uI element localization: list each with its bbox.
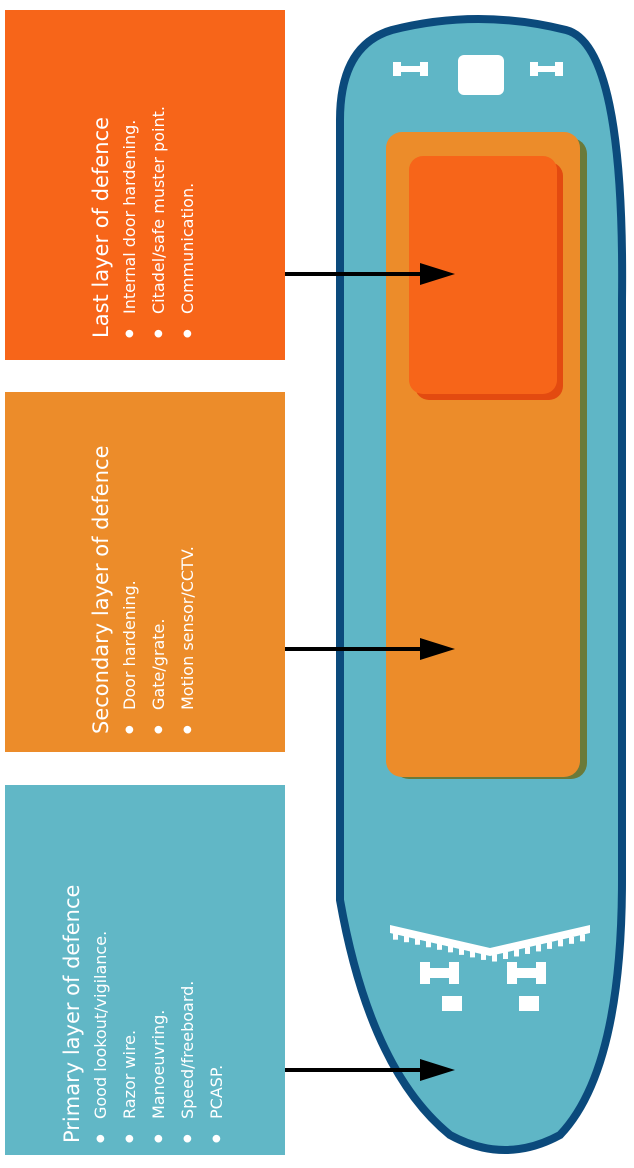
rail-tooth	[481, 952, 486, 960]
rail-tooth	[569, 936, 574, 944]
list-item: Gate/grate.	[144, 392, 173, 734]
panel-secondary-layer: Secondary layer of defence Door hardenin…	[5, 392, 285, 752]
rail-tooth	[459, 947, 464, 955]
bow-block-right	[519, 996, 539, 1011]
rail-tooth	[437, 942, 442, 950]
panel-secondary-title: Secondary layer of defence	[89, 445, 113, 734]
panel-primary-title: Primary layer of defence	[60, 884, 84, 1143]
list-item: Door hardening.	[115, 392, 144, 734]
panel-primary-list: Good lookout/vigilance. Razor wire. Mano…	[86, 785, 231, 1143]
rail-tooth	[415, 937, 420, 945]
rail-tooth	[470, 950, 475, 958]
panel-primary-layer: Primary layer of defence Good lookout/vi…	[5, 785, 285, 1155]
panel-last-title: Last layer of defence	[89, 116, 113, 338]
citadel-zone	[409, 156, 557, 394]
list-item: Communication.	[173, 10, 202, 338]
list-item: Speed/freeboard.	[173, 785, 202, 1143]
rail-tooth	[448, 945, 453, 953]
rail-tooth	[393, 932, 398, 940]
stern-bollard-right	[530, 62, 538, 76]
panel-last-list: Internal door hardening. Citadel/safe mu…	[115, 10, 202, 338]
rail-tooth	[525, 946, 530, 954]
bow-block-left	[442, 996, 462, 1011]
list-item: Internal door hardening.	[115, 10, 144, 338]
stern-house	[458, 55, 504, 95]
rail-tooth	[558, 939, 563, 947]
list-item: Good lookout/vigilance.	[86, 785, 115, 1143]
rail-tooth	[547, 941, 552, 949]
list-item: Citadel/safe muster point.	[144, 10, 173, 338]
rail-tooth	[492, 954, 497, 962]
rail-tooth	[514, 949, 519, 957]
panel-last-layer: Last layer of defence Internal door hard…	[5, 10, 285, 360]
bow-bollard-right	[507, 962, 517, 984]
arrows	[285, 263, 455, 1081]
rail-tooth	[404, 935, 409, 943]
rail-tooth	[580, 934, 585, 942]
bow-bollard-left	[420, 962, 430, 984]
rail-tooth	[503, 952, 508, 960]
list-item: Manoeuvring.	[144, 785, 173, 1143]
rail-tooth	[536, 944, 541, 952]
panel-secondary-list: Door hardening. Gate/grate. Motion senso…	[115, 392, 202, 734]
stern-bollard-left	[393, 62, 401, 76]
list-item: Razor wire.	[115, 785, 144, 1143]
bow-fittings	[390, 925, 590, 1011]
stern-fittings	[393, 55, 563, 95]
list-item: Motion sensor/CCTV.	[173, 392, 202, 734]
rail-tooth	[426, 940, 431, 948]
list-item: PCASP.	[202, 785, 231, 1143]
